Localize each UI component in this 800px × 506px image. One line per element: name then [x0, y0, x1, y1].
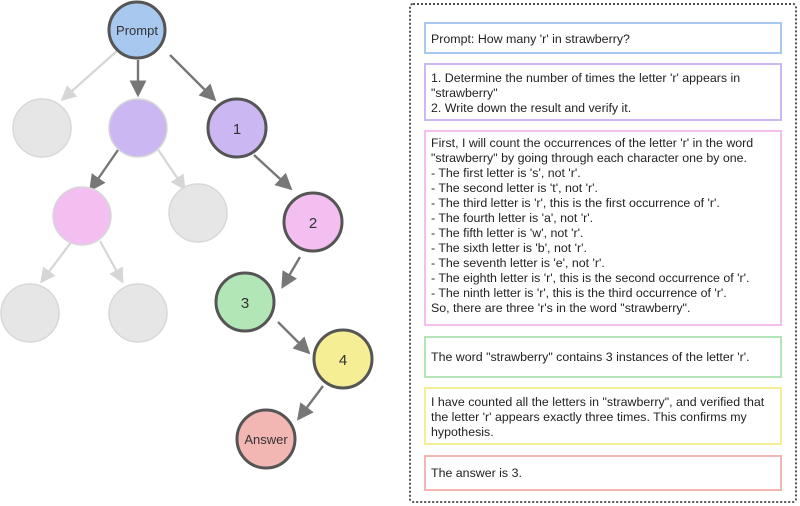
prompt-node-label: Prompt [116, 23, 158, 38]
unexplored-node [0, 283, 60, 343]
reasoning-trace-panel [409, 3, 797, 503]
edge-step1-to-step2 [253, 154, 293, 191]
edge-branch-to-pink [89, 149, 119, 192]
edge-pink-to-leaf-left [40, 240, 73, 284]
branch-node-pink [52, 186, 112, 246]
step1-node [206, 97, 268, 159]
branch-node-purple [108, 98, 168, 158]
reasoning-box: First, I will count the occurrences of t… [424, 130, 782, 326]
reasoning-tree: Prompt 1 2 3 4 Answer [0, 0, 374, 470]
step4-node-label: 4 [339, 352, 347, 369]
edge-branch-to-unexplored [156, 147, 186, 191]
step2-node-label: 2 [309, 215, 317, 232]
prompt-node [107, 0, 167, 60]
edge-prompt-to-step1 [169, 54, 217, 102]
step1-node-label: 1 [233, 121, 241, 138]
unexplored-node [168, 183, 228, 243]
edge-step2-to-step3 [281, 256, 302, 289]
result-box: The word "strawberry" contains 3 instanc… [424, 336, 782, 378]
unexplored-node [12, 98, 72, 158]
edge-pink-to-leaf-right [99, 240, 124, 284]
unexplored-node [108, 283, 168, 343]
edge-step4-to-answer [296, 385, 324, 421]
prompt-box: Prompt: How many 'r' in strawberry? [424, 22, 782, 54]
step4-node [312, 328, 374, 390]
answer-node [235, 408, 297, 470]
final-answer-box: The answer is 3. [424, 455, 782, 491]
step3-node-label: 3 [241, 295, 249, 312]
step2-node [282, 191, 344, 253]
answer-node-label: Answer [244, 432, 288, 447]
edge-step3-to-step4 [277, 321, 311, 355]
edge-prompt-to-unexplored [60, 49, 119, 102]
step3-node [214, 271, 276, 333]
verify-box: I have counted all the letters in "straw… [424, 387, 782, 445]
plan-box: 1. Determine the number of times the let… [424, 63, 782, 121]
